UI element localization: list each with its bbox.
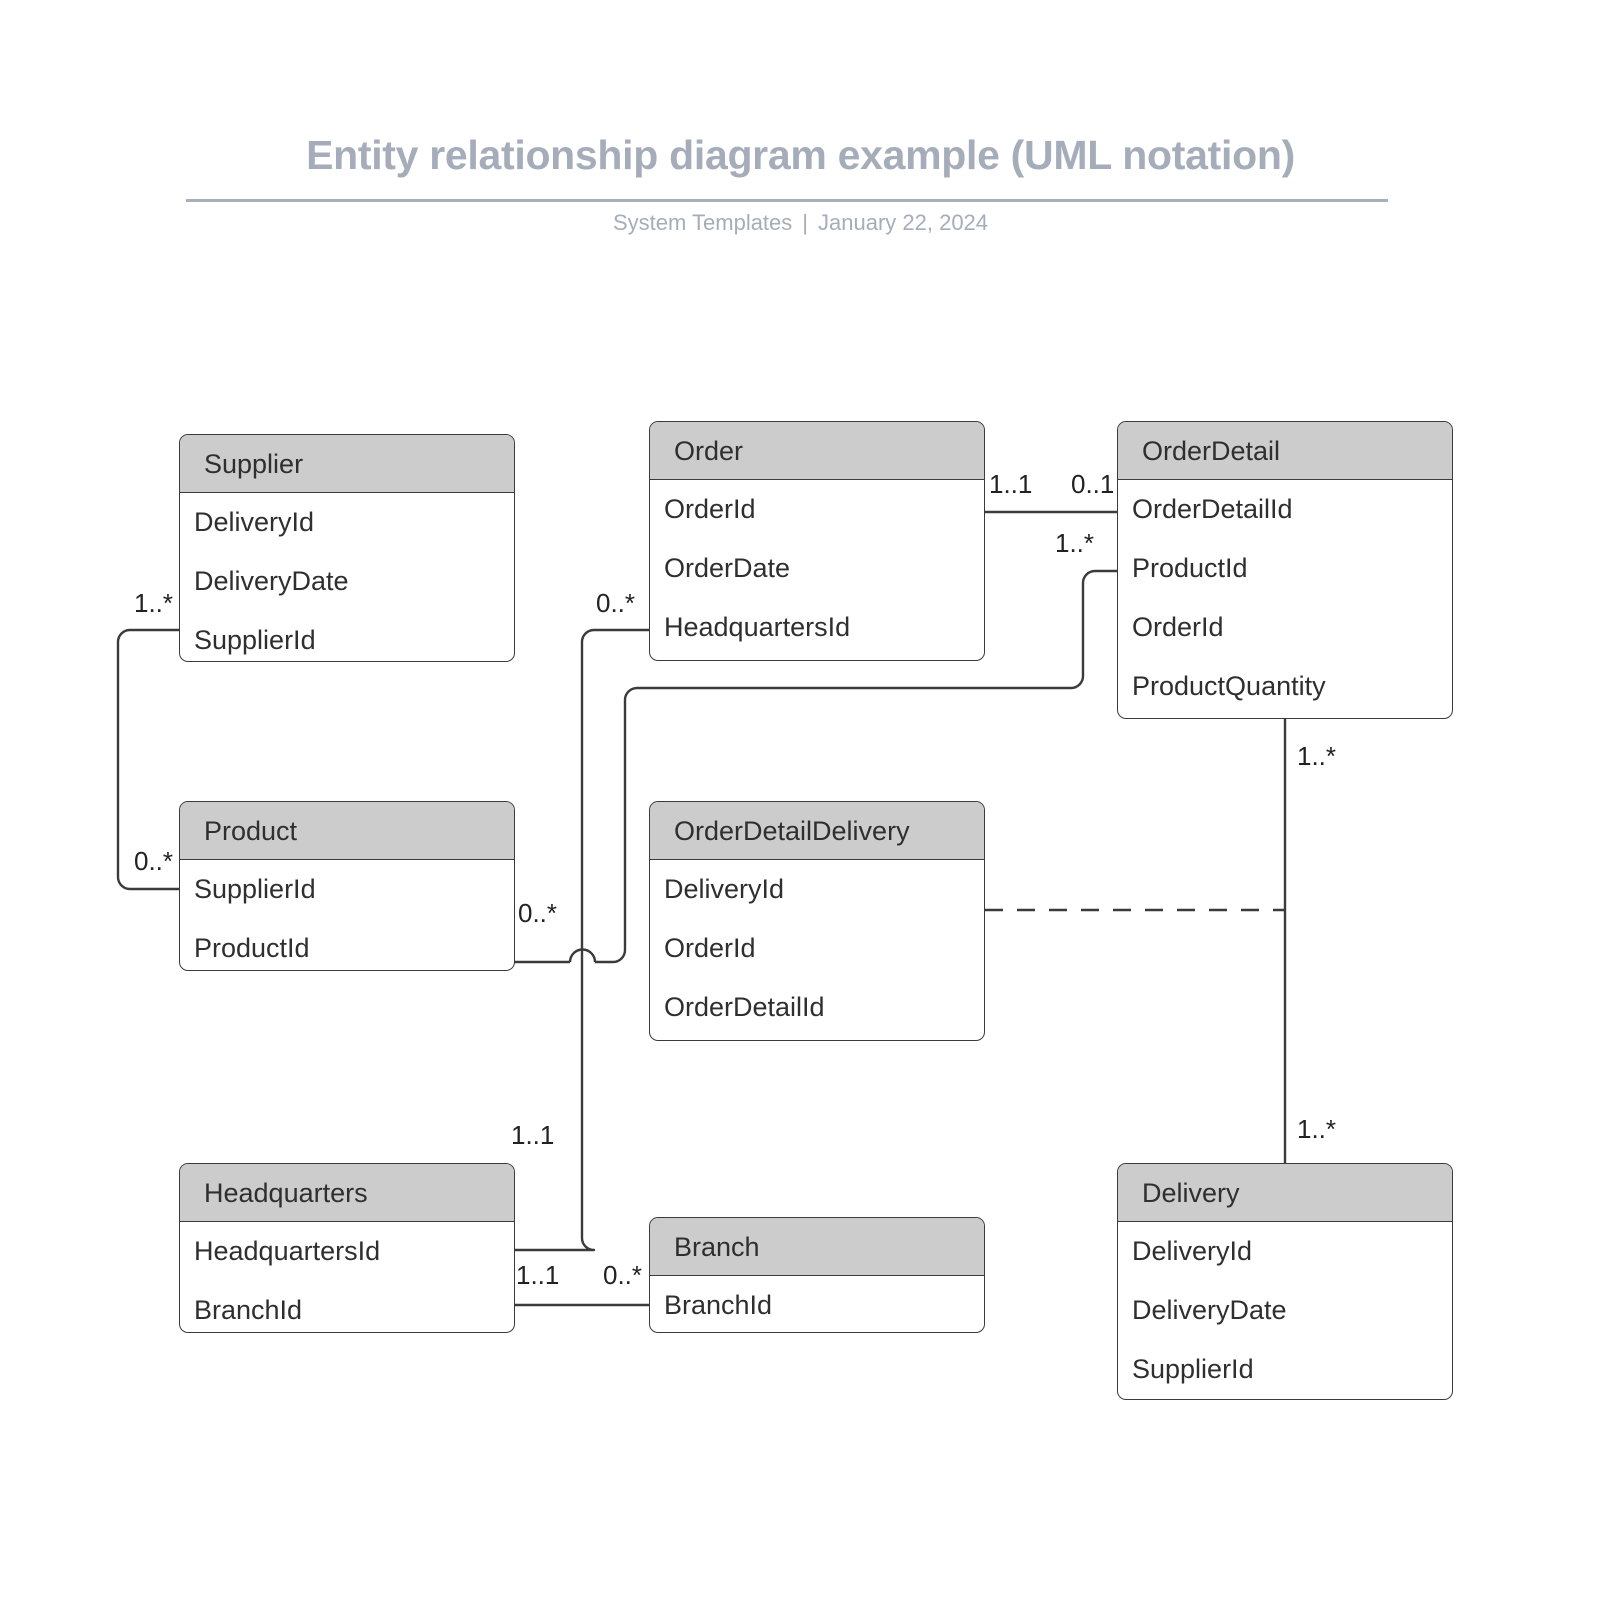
cardinality-order-headquarters-top: 0..*: [596, 588, 636, 618]
attribute-row: DeliveryDate: [1132, 1295, 1287, 1325]
attribute-row: OrderDetailId: [1132, 494, 1293, 524]
entity-orderdetail[interactable]: OrderDetail OrderDetailId ProductId Orde…: [1117, 421, 1453, 719]
entity-attributes: HeadquartersId BranchId: [180, 1222, 514, 1332]
entity-attributes: OrderDetailId ProductId OrderId ProductQ…: [1118, 480, 1452, 716]
entity-title: OrderDetailDelivery: [650, 802, 984, 860]
entity-attributes: BranchId: [650, 1276, 984, 1332]
cardinality-headquarters-top: 1..1: [511, 1120, 555, 1150]
entity-title: Delivery: [1118, 1164, 1452, 1222]
cardinality-orderdetail-left-top: 0..1: [1071, 469, 1115, 499]
attribute-row: SupplierId: [194, 874, 316, 904]
subtitle-source: System Templates: [612, 210, 793, 235]
entity-supplier[interactable]: Supplier DeliveryId DeliveryDate Supplie…: [179, 434, 515, 662]
attribute-row: ProductId: [1132, 553, 1248, 583]
cardinality-supplier-product-bottom: 0..*: [134, 846, 174, 876]
attribute-row: ProductQuantity: [1132, 671, 1326, 701]
entity-product[interactable]: Product SupplierId ProductId: [179, 801, 515, 971]
attribute-row: OrderId: [1132, 612, 1224, 642]
page-title: Entity relationship diagram example (UML…: [306, 132, 1295, 178]
connector-line-hop: [568, 948, 597, 963]
entity-attributes: SupplierId ProductId: [180, 860, 514, 970]
entity-order[interactable]: Order OrderId OrderDate HeadquartersId: [649, 421, 985, 661]
entity-attributes: DeliveryId DeliveryDate SupplierId: [1118, 1222, 1452, 1399]
attribute-row: HeadquartersId: [664, 612, 851, 642]
entity-orderdetaildelivery[interactable]: OrderDetailDelivery DeliveryId OrderId O…: [649, 801, 985, 1041]
entity-attributes: DeliveryId OrderId OrderDetailId: [650, 860, 984, 1037]
attribute-row: SupplierId: [194, 625, 316, 655]
document-subtitle: System Templates | January 22, 2024: [0, 210, 1601, 236]
subtitle-date: January 22, 2024: [818, 210, 989, 235]
entity-delivery[interactable]: Delivery DeliveryId DeliveryDate Supplie…: [1117, 1163, 1453, 1400]
connector-order-headquarters: [513, 628, 649, 1252]
cardinality-branch-left: 0..*: [603, 1260, 643, 1290]
entity-title: OrderDetail: [1118, 422, 1452, 480]
entity-title: Headquarters: [180, 1164, 514, 1222]
entity-title: Supplier: [180, 435, 514, 493]
cardinality-orderdetail-bottom: 1..*: [1297, 741, 1337, 771]
subtitle-separator: |: [802, 210, 809, 235]
attribute-row: BranchId: [664, 1290, 773, 1320]
entity-attributes: DeliveryId DeliveryDate SupplierId: [180, 493, 514, 661]
attribute-row: OrderId: [664, 933, 756, 963]
attribute-row: BranchId: [194, 1295, 303, 1325]
attribute-row: ProductId: [194, 933, 310, 963]
cardinality-order-right: 1..1: [989, 469, 1033, 499]
cardinality-product-right: 0..*: [518, 898, 558, 928]
attribute-row: OrderDetailId: [664, 992, 825, 1022]
title-divider: [186, 199, 1388, 202]
cardinality-orderdetail-left-mid: 1..*: [1055, 528, 1095, 558]
attribute-row: OrderId: [664, 494, 756, 524]
cardinality-supplier-product-top: 1..*: [134, 588, 174, 618]
entity-title: Order: [650, 422, 984, 480]
entity-branch[interactable]: Branch BranchId: [649, 1217, 985, 1333]
attribute-row: OrderDate: [664, 553, 791, 583]
cardinality-headquarters-branch-left: 1..1: [516, 1260, 560, 1290]
cardinality-delivery-top: 1..*: [1297, 1114, 1337, 1144]
attribute-row: SupplierId: [1132, 1354, 1254, 1384]
attribute-row: DeliveryId: [194, 507, 315, 537]
attribute-row: DeliveryDate: [194, 566, 349, 596]
attribute-row: DeliveryId: [664, 874, 785, 904]
attribute-row: DeliveryId: [1132, 1236, 1253, 1266]
entity-headquarters[interactable]: Headquarters HeadquartersId BranchId: [179, 1163, 515, 1333]
entity-title: Branch: [650, 1218, 984, 1276]
entity-attributes: OrderId OrderDate HeadquartersId: [650, 480, 984, 657]
attribute-row: HeadquartersId: [194, 1236, 381, 1266]
entity-title: Product: [180, 802, 514, 860]
